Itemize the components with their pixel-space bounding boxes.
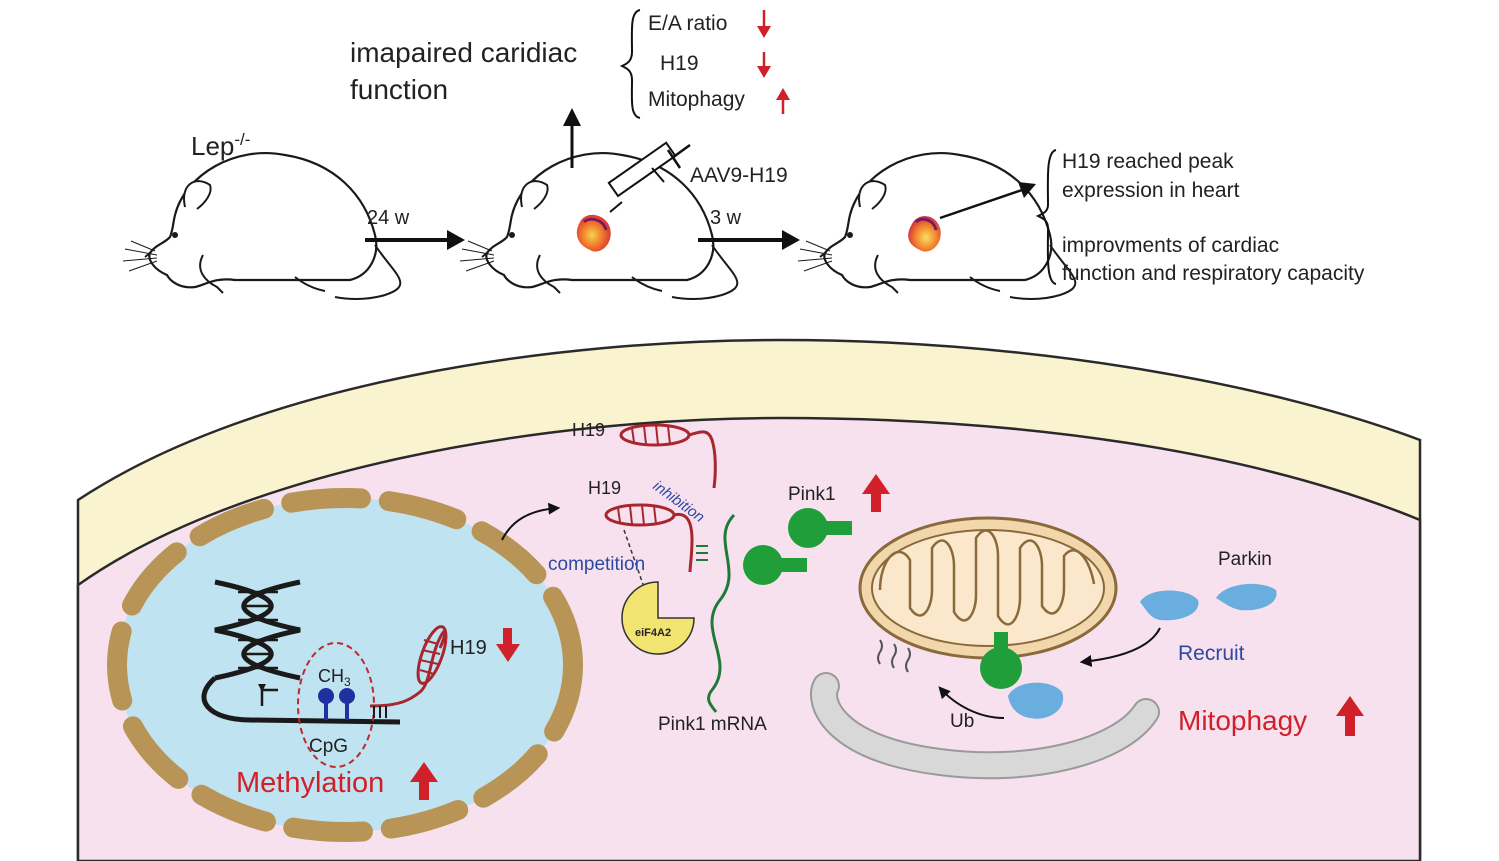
h19-rna-nucleus-icon [369,625,448,718]
h19-nucleus-label: H19 [450,637,487,659]
recruit-arrow [1079,627,1161,667]
pink1-up-arrow [862,474,890,512]
timeline-3w-label: 3 w [710,207,742,229]
nuclear-envelope [107,488,583,842]
h19-top-label: H19 [572,420,605,440]
finding-ea-ratio: E/A ratio [648,12,727,35]
methylation-up-arrow [410,762,438,800]
syringe-icon [607,141,691,213]
cell-panel: CH3 CpG H19 Methylation [76,338,1422,861]
parkin-recruited-icon [1008,682,1064,719]
competition-label: competition [548,554,645,575]
h19-rna-mid-icon [604,503,708,573]
outcome-1-line1: H19 reached peak [1062,150,1234,173]
injection-label: AAV9-H19 [690,164,788,187]
top-panel: Lep-/- 24 w AAV9-H19 imapaired caridiac … [121,9,1365,301]
outcome-2-line1: improvments of cardiac [1062,234,1279,257]
finding-mitophagy: Mitophagy [648,88,745,111]
eif4a2-protein [621,581,695,655]
ubiquitin-chain-icon [877,639,911,673]
impaired-label-line1: imapaired caridiac [350,37,577,68]
heart-vessel-icon-3 [914,217,938,231]
mitochondrion-icon [858,516,1118,660]
mitophagy-up-arrow-small [776,88,790,114]
findings-brace [619,9,641,119]
heart-vessel-icon-2 [582,217,608,231]
mouse-1 [121,151,402,301]
h19-down-arrow-nucleus [496,628,520,662]
ea-ratio-down-arrow [757,10,771,38]
parkin-protein-1 [1140,590,1199,621]
ch3-label: CH3 [318,666,351,689]
pink1-label: Pink1 [788,484,836,505]
mitophagy-up-arrow [1336,696,1364,736]
methyl-group-icon [318,688,355,720]
nucleus [117,498,573,832]
outcome-2-line2: function and respiratory capacity [1062,262,1365,285]
timeline-arrowhead-1 [447,230,465,250]
h19-rna-top-icon [619,423,717,489]
finding-h19: H19 [660,52,699,75]
pink1-protein-icon [743,508,852,585]
dna-helix-icon [201,579,401,725]
tss-arrowhead-icon [258,684,266,692]
outcome-arrowhead [1018,182,1036,198]
phagophore-membrane-fill [812,674,1158,778]
h19-down-arrow [757,52,771,78]
parkin-label: Parkin [1218,549,1272,570]
ub-arrow [938,686,1005,719]
timeline-24w-label: 24 w [367,207,410,229]
timeline-arrowhead-2 [782,230,800,250]
h19-mid-label: H19 [588,478,621,498]
outcome-1-line2: expression in heart [1062,179,1240,202]
competition-dashed-line [623,529,646,591]
recruit-label: Recruit [1178,642,1245,665]
up-arrowhead [563,108,581,126]
parkin-protein-2 [1216,583,1277,611]
pink1-mrna-label: Pink1 mRNA [658,714,767,735]
outcome-arrow [939,188,1023,220]
ub-label: Ub [950,711,974,732]
pink1-mito-icon [980,632,1022,689]
cpg-label: CpG [309,736,348,757]
strain-label: Lep-/- [191,130,250,161]
export-arrow [501,502,561,541]
methylation-label: Methylation [236,767,384,799]
impaired-label-line2: function [350,74,448,105]
pink1-mrna-strand [707,513,736,713]
mitophagy-label: Mitophagy [1178,705,1307,736]
outcome-brace [1035,149,1057,285]
eif4a2-label: eiF4A2 [635,627,671,639]
